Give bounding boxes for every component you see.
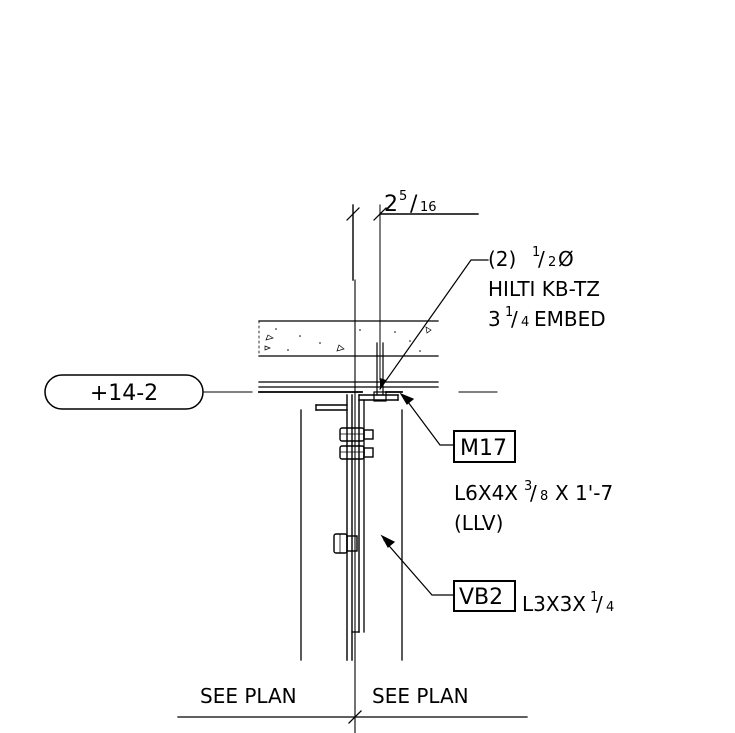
vb2-desc-den: 4 bbox=[606, 600, 614, 615]
m17-line2: (LLV) bbox=[454, 511, 503, 535]
m17-line1-pre: L6X4X bbox=[454, 481, 518, 505]
anchor-bolt bbox=[373, 342, 387, 402]
vb2-tag-box bbox=[453, 580, 516, 612]
anchor-embed-num: 1 bbox=[505, 305, 513, 320]
anchor-size-den: 2 bbox=[548, 255, 556, 270]
dimension-frac-den: 16 bbox=[420, 200, 437, 215]
see-plan-right: SEE PLAN bbox=[372, 684, 469, 708]
m17-tag: M17 bbox=[460, 436, 507, 461]
concrete-slab bbox=[258, 320, 439, 357]
svg-text:/: / bbox=[530, 481, 537, 505]
anchor-size-symbol: Ø bbox=[558, 247, 574, 271]
anchor-qty: (2) bbox=[488, 247, 516, 271]
svg-text:/: / bbox=[596, 592, 603, 616]
anchor-embed-word: EMBED bbox=[534, 307, 606, 331]
svg-text:/: / bbox=[410, 192, 418, 217]
m17-tag-box bbox=[453, 430, 516, 463]
leader-vb2 bbox=[380, 534, 455, 596]
leader-anchor bbox=[379, 259, 489, 390]
vb2-desc-pre: L3X3X bbox=[522, 592, 586, 616]
dimension-whole: 2 bbox=[384, 192, 398, 217]
svg-text:/: / bbox=[511, 307, 518, 331]
see-plan-left: SEE PLAN bbox=[200, 684, 297, 708]
dimension-lines bbox=[346, 204, 479, 381]
elevation-tag-oval bbox=[44, 374, 204, 410]
svg-text:/: / bbox=[538, 247, 545, 271]
dimension-frac-num: 5 bbox=[399, 189, 407, 204]
anchor-product: HILTI KB-TZ bbox=[488, 277, 600, 301]
anchor-embed-den: 4 bbox=[521, 315, 529, 330]
deck-lines bbox=[258, 381, 498, 393]
elevation-tag: +14-2 bbox=[90, 381, 158, 406]
leader-m17 bbox=[399, 392, 455, 446]
lower-bolt bbox=[333, 533, 358, 554]
vb2-desc-num: 1 bbox=[590, 590, 598, 605]
m17-line1-den: 8 bbox=[540, 489, 548, 504]
vb2-tag: VB2 bbox=[459, 585, 503, 610]
m17-line1-num: 3 bbox=[524, 479, 532, 494]
anchor-size-num: 1 bbox=[532, 245, 540, 260]
upper-bolts bbox=[339, 427, 374, 460]
anchor-embed-whole: 3 bbox=[488, 307, 501, 331]
m17-line1-post: X 1'-7 bbox=[555, 481, 613, 505]
angle-m17 bbox=[315, 394, 399, 661]
